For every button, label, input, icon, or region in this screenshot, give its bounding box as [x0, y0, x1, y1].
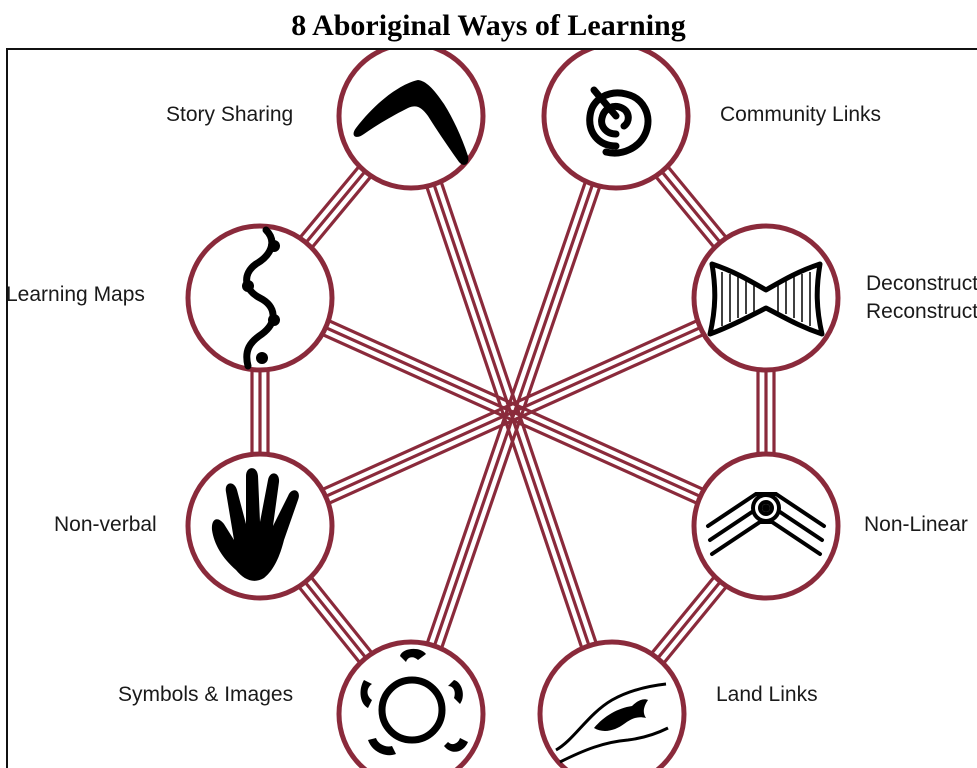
- connector-deconstruct-to-nonverbal: [256, 289, 770, 535]
- node-non-verbal: [185, 451, 335, 601]
- hand-icon: [211, 468, 299, 581]
- connector-lines: [250, 109, 776, 721]
- label-learning-maps: Learning Maps: [6, 283, 145, 306]
- node-community-links: [541, 50, 691, 191]
- label-non-linear: Non-Linear: [864, 513, 968, 536]
- spiral-icon: [586, 86, 652, 157]
- concentric-arc-icon: [706, 492, 826, 556]
- label-deconstruct-reconstruct: Deconstruct Reconstruct: [866, 272, 977, 323]
- wavy-path-dots-icon: [242, 226, 280, 370]
- label-land-links: Land Links: [716, 683, 818, 706]
- fish-river-icon: [555, 682, 669, 764]
- diagram-frame: Story Sharing Community Links Learning M…: [6, 48, 977, 768]
- node-non-linear: [691, 451, 841, 601]
- label-community-links: Community Links: [720, 103, 882, 126]
- page-title: 8 Aboriginal Ways of Learning: [291, 9, 686, 42]
- hourglass-bowtie-icon: [707, 261, 825, 337]
- node-story-sharing: [336, 50, 486, 191]
- label-symbols-images: Symbols & Images: [118, 683, 294, 706]
- label-non-verbal: Non-verbal: [54, 513, 157, 536]
- node-symbols-images: [336, 639, 486, 768]
- node-land-links: [537, 639, 687, 768]
- meeting-circle-icon: [360, 648, 468, 756]
- ways-of-learning-diagram: [185, 50, 841, 768]
- node-deconstruct-reconstruct: [691, 223, 841, 373]
- boomerang-icon: [353, 80, 469, 165]
- label-story-sharing: Story Sharing: [166, 103, 294, 126]
- node-learning-maps: [185, 223, 335, 373]
